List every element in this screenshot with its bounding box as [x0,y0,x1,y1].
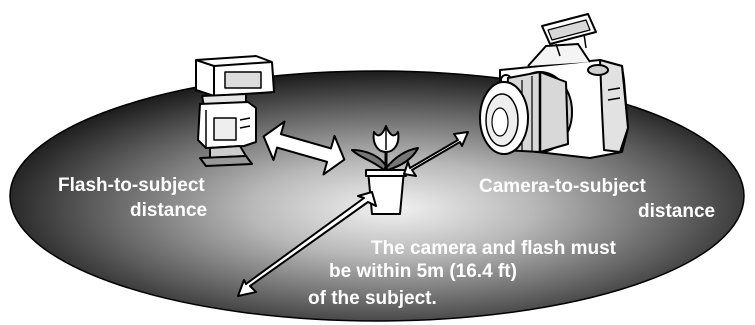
range-note-line-2: be within 5m (16.4 ft) [329,261,517,283]
flash-distance-label-line-1: Flash-to-subject [58,175,205,197]
flash-distance-label-line-2: distance [130,200,207,222]
camera-distance-label-line-2: distance [638,201,715,223]
range-note-line-1: The camera and flash must [371,238,616,260]
camera-icon [480,14,628,158]
camera-distance-label-line-1: Camera-to-subject [479,176,646,198]
range-note-line-3: of the subject. [308,288,437,310]
